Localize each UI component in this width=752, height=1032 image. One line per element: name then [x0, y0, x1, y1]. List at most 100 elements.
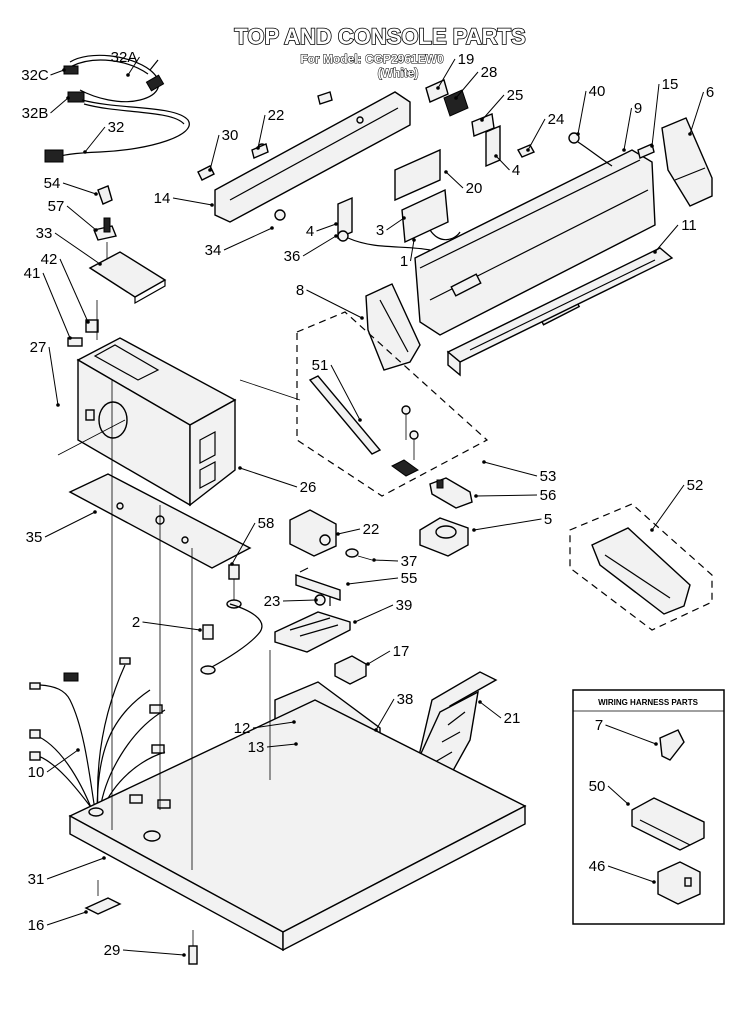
wire-37 [209, 603, 263, 669]
cover-2 [274, 611, 351, 653]
trim-11 [446, 247, 674, 377]
grommet-36 [337, 230, 431, 251]
callout-label: 30 [222, 127, 239, 144]
leader-line [223, 227, 273, 251]
leader-line [316, 223, 337, 232]
bracket-56 [429, 477, 473, 509]
leader-arrowhead [334, 222, 338, 226]
leader-arrowhead [86, 320, 90, 324]
callout-label: 31 [28, 871, 45, 888]
callout-label: 57 [48, 198, 65, 215]
leader-arrowhead [480, 118, 484, 122]
leader-line [607, 865, 655, 883]
leader-arrowhead [102, 856, 106, 860]
leader-arrowhead [482, 460, 486, 464]
leader-line [252, 721, 295, 729]
leader-arrowhead [436, 86, 440, 90]
leader-arrowhead [576, 132, 580, 136]
leader-arrowhead [653, 250, 657, 254]
leader-arrowhead [336, 532, 340, 536]
callout-label: 34 [205, 242, 222, 259]
callout-label: 2 [132, 614, 140, 631]
leader-line [373, 559, 399, 562]
callout-label: 9 [634, 100, 642, 117]
leader-arrowhead [472, 528, 476, 532]
callout-labels: 32C32A32B3254573342412714302234419282524… [21, 49, 714, 959]
callout-label: 15 [662, 76, 679, 93]
bracket-23 [295, 567, 341, 606]
tab-4-left [337, 196, 353, 240]
leader-arrowhead [626, 802, 630, 806]
leader-arrowhead [314, 598, 318, 602]
leader-arrowhead [208, 168, 212, 172]
callout-label: 21 [504, 710, 521, 727]
leader-arrowhead [126, 73, 130, 77]
callout-label: 11 [681, 217, 697, 234]
console-9 [414, 149, 656, 336]
callout-label: 16 [28, 917, 45, 934]
callout-label: 50 [589, 778, 606, 795]
leader-line [48, 346, 59, 406]
callout-label: 4 [306, 223, 314, 240]
leader-arrowhead [182, 953, 186, 957]
leader-line [654, 224, 679, 253]
callout-label: 32A [111, 49, 138, 66]
callout-label: 32 [108, 119, 125, 136]
kit-53 [296, 311, 489, 497]
leader-arrowhead [230, 562, 234, 566]
connector-46 [631, 797, 705, 851]
small-part-41 [67, 337, 83, 347]
leader-arrowhead [93, 510, 97, 514]
leader-line [479, 701, 502, 719]
leader-line [54, 232, 101, 265]
leader-arrowhead [334, 234, 338, 238]
callout-label: 6 [706, 84, 714, 101]
callout-label: 5 [544, 511, 552, 528]
leader-line [689, 91, 704, 135]
callout-label: 29 [104, 942, 121, 959]
leader-arrowhead [238, 466, 242, 470]
module-25 [471, 113, 501, 168]
end-cap-8 [365, 283, 421, 371]
leader-line [367, 650, 391, 665]
leader-line [306, 289, 363, 319]
screw-15 [637, 143, 655, 159]
leader-line [375, 698, 395, 731]
leader-line [50, 97, 69, 114]
leader-arrowhead [366, 662, 370, 666]
callout-label: 39 [396, 597, 413, 614]
leader-arrowhead [62, 68, 66, 72]
callout-label: 52 [687, 477, 704, 494]
leader-line [59, 258, 89, 323]
callout-label: 54 [44, 175, 61, 192]
leader-line [386, 217, 405, 231]
leader-line [495, 155, 510, 171]
callout-label: 14 [154, 190, 171, 207]
callout-label: 22 [363, 521, 380, 538]
callout-label: 56 [540, 487, 557, 504]
leader-line [354, 604, 394, 623]
leader-line [231, 522, 256, 565]
leader-line [651, 484, 685, 531]
leader-arrowhead [294, 742, 298, 746]
leader-line [66, 205, 97, 231]
leader-arrowhead [360, 316, 364, 320]
board-28 [443, 89, 469, 117]
callout-label: 27 [30, 339, 47, 356]
callout-label: 33 [36, 225, 53, 242]
inset-title: WIRING HARNESS PARTS [598, 698, 699, 707]
leader-arrowhead [412, 238, 416, 242]
callout-label: 20 [466, 180, 483, 197]
leader-arrowhead [346, 582, 350, 586]
leader-arrowhead [292, 720, 296, 724]
bracket-58 [289, 509, 337, 557]
cup-5 [419, 517, 469, 557]
leader-line [209, 134, 220, 171]
callout-label: 10 [28, 764, 45, 781]
screw-7 [188, 930, 198, 965]
callout-label: 37 [401, 553, 418, 570]
leader-arrowhead [688, 132, 692, 136]
callout-label: 55 [401, 570, 418, 587]
leader-arrowhead [358, 418, 362, 422]
callout-label: 26 [300, 479, 317, 496]
